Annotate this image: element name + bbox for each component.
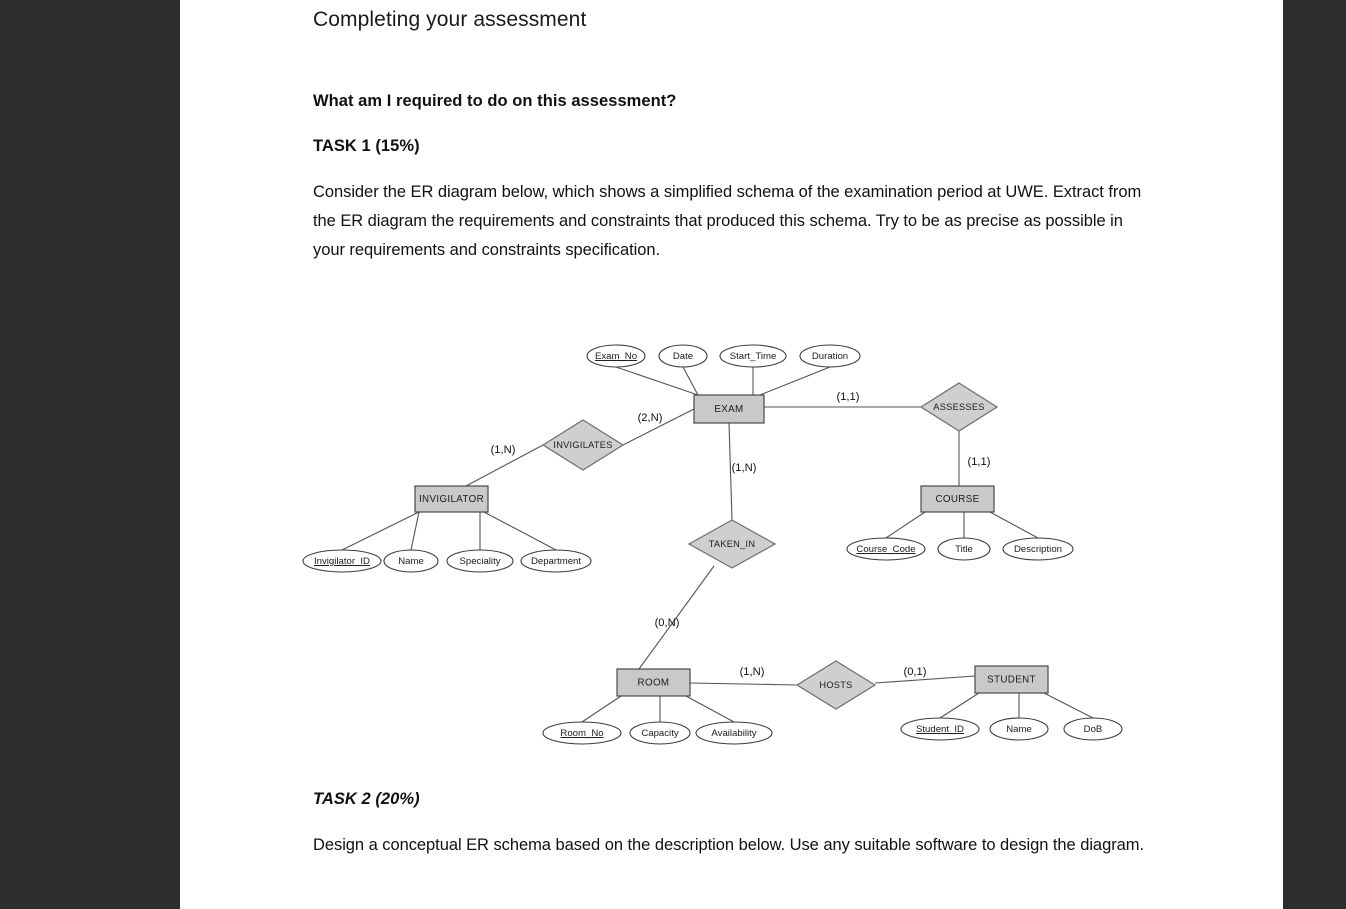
document-page: Completing your assessment What am I req…: [180, 0, 1283, 909]
question-heading: What am I required to do on this assessm…: [313, 92, 677, 110]
task2-heading: TASK 2 (20%): [313, 790, 420, 808]
document-body-lower: TASK 2 (20%) Design a conceptual ER sche…: [313, 790, 1153, 860]
document-body: Completing your assessment What am I req…: [313, 0, 1153, 265]
task2-paragraph: Design a conceptual ER schema based on t…: [313, 836, 1144, 854]
task1-heading: TASK 1 (15%): [313, 137, 420, 155]
page-title: Completing your assessment: [313, 8, 587, 31]
task1-paragraph: Consider the ER diagram below, which sho…: [313, 183, 1142, 259]
